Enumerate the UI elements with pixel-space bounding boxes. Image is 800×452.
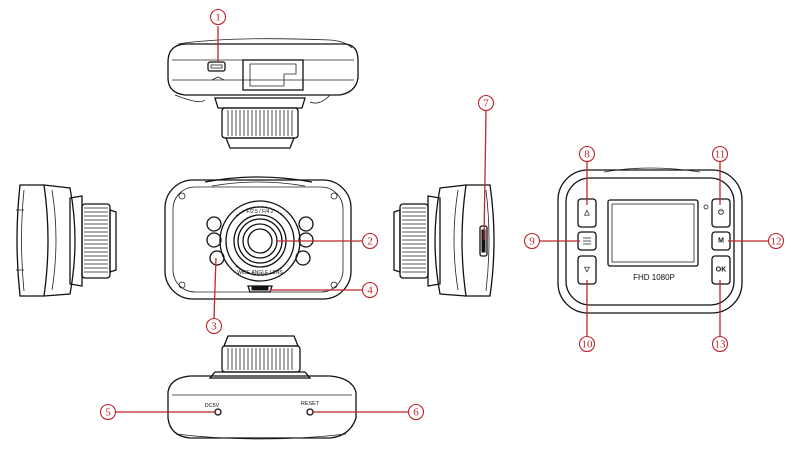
svg-text:13: 13 bbox=[715, 339, 727, 351]
down-button[interactable]: ▽ bbox=[577, 255, 597, 285]
svg-text:10: 10 bbox=[582, 339, 594, 351]
lens-text-bottom: WIDE ANGLE LENS bbox=[237, 270, 283, 276]
right-lens-ridges bbox=[402, 207, 426, 273]
svg-text:9: 9 bbox=[529, 236, 535, 248]
up-icon: △ bbox=[583, 210, 590, 217]
callout-11: 11 bbox=[711, 145, 729, 163]
svg-text:3: 3 bbox=[211, 321, 217, 333]
front-view: F/2.5 / F/4.2 WIDE ANGLE LENS bbox=[164, 176, 352, 300]
callout-13: 13 bbox=[711, 335, 729, 353]
ok-button[interactable]: OK bbox=[711, 255, 731, 285]
svg-text:8: 8 bbox=[584, 149, 590, 161]
port-label-left: DC5V bbox=[205, 403, 220, 409]
callout-6: 6 bbox=[407, 403, 425, 421]
bottom-lens-ridges bbox=[227, 348, 293, 370]
port-label-right: RESET bbox=[301, 401, 320, 407]
lens-text-top: F/2.5 / F/4.2 bbox=[247, 209, 274, 215]
callout-3: 3 bbox=[205, 317, 223, 335]
mode-icon: M bbox=[718, 238, 724, 245]
usb-icon bbox=[211, 76, 225, 81]
callout-1: 1 bbox=[209, 8, 227, 26]
lcd-screen bbox=[607, 199, 699, 267]
callouts: 1 2 3 4 5 6 bbox=[99, 8, 785, 421]
callout-10: 10 bbox=[578, 335, 596, 353]
left-side-view bbox=[16, 184, 117, 297]
callout-5: 5 bbox=[99, 403, 117, 421]
callout-7: 7 bbox=[477, 94, 495, 112]
callout-2: 2 bbox=[361, 232, 379, 250]
bottom-view: DC5V RESET bbox=[167, 335, 357, 440]
top-lens-ridges bbox=[227, 110, 293, 136]
right-side-view bbox=[393, 184, 495, 297]
menu-button[interactable] bbox=[577, 231, 597, 251]
svg-text:7: 7 bbox=[483, 98, 489, 110]
svg-text:6: 6 bbox=[413, 407, 419, 419]
tf-slot-front bbox=[247, 285, 273, 293]
svg-text:1: 1 bbox=[215, 12, 221, 24]
callout-9: 9 bbox=[523, 232, 541, 250]
svg-text:5: 5 bbox=[105, 407, 111, 419]
down-icon: ▽ bbox=[583, 267, 590, 274]
tf-card-slot bbox=[479, 225, 488, 257]
svg-text:11: 11 bbox=[715, 149, 726, 161]
ok-icon: OK bbox=[716, 267, 727, 274]
callout-8: 8 bbox=[578, 145, 596, 163]
svg-text:4: 4 bbox=[367, 285, 373, 297]
power-button[interactable]: ⏻ bbox=[711, 198, 731, 228]
left-lens-ridges bbox=[84, 207, 108, 273]
back-view: FHD 1080P △ ▽ ⏻ M OK bbox=[557, 167, 743, 314]
usb-port bbox=[207, 61, 226, 72]
indicator-light bbox=[703, 204, 709, 210]
menu-icon bbox=[583, 237, 591, 245]
callout-12: 12 bbox=[767, 232, 785, 250]
mode-button[interactable]: M bbox=[711, 231, 731, 251]
power-icon: ⏻ bbox=[718, 209, 724, 217]
ir-leds bbox=[206, 216, 314, 266]
top-view bbox=[167, 38, 359, 149]
screen-label: FHD 1080P bbox=[633, 273, 675, 282]
svg-text:12: 12 bbox=[771, 236, 782, 248]
callout-4: 4 bbox=[361, 281, 379, 299]
svg-text:2: 2 bbox=[367, 236, 373, 248]
